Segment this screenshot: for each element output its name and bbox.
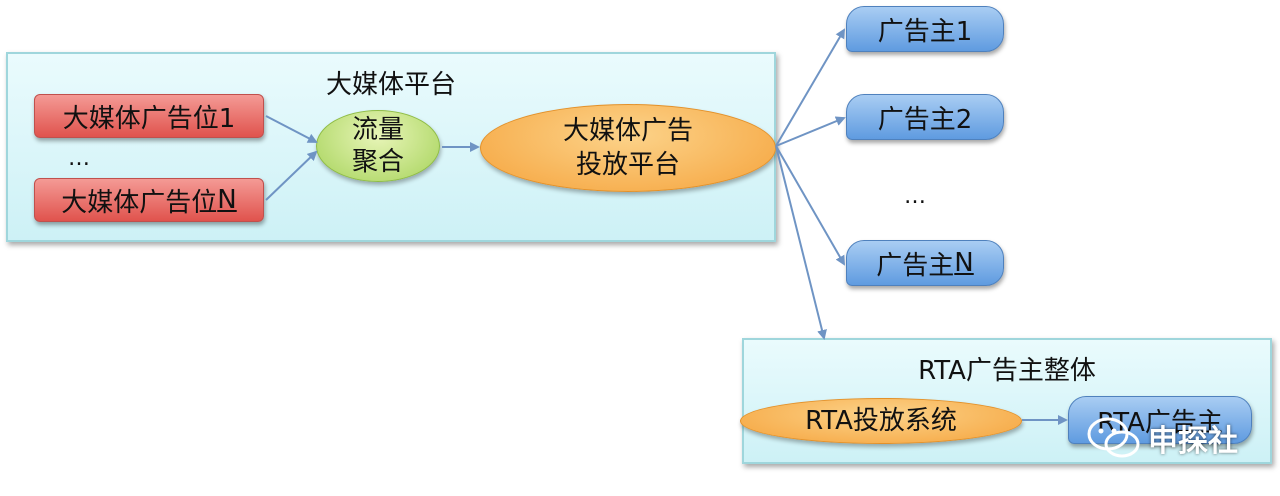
- media-delivery-line1: 大媒体广告: [562, 116, 693, 146]
- watermark: 申探社: [1086, 416, 1238, 460]
- watermark-text: 申探社: [1148, 424, 1238, 459]
- ad-slot-1: 大媒体广告位1: [34, 94, 264, 138]
- media-delivery-line2: 投放平台: [575, 150, 680, 180]
- advertiser-2-label: 广告主2: [877, 104, 973, 135]
- traffic-aggregation-line2: 聚合: [351, 147, 404, 177]
- arrow-delivery-to-advertiser-n: [775, 145, 845, 266]
- ad-slot-n-suffix: N: [217, 185, 237, 215]
- rta-delivery-system-label: RTA投放系统: [805, 406, 957, 436]
- traffic-aggregation-line1: 流量: [351, 115, 404, 145]
- arrow-delivery-to-advertiser-1: [775, 28, 846, 147]
- arrow-slotn-to-aggregation: [265, 150, 318, 201]
- advertiser-ellipsis: …: [904, 184, 926, 209]
- media-platform-title: 大媒体平台: [325, 70, 456, 100]
- wechat-icon: [1087, 417, 1140, 458]
- advertiser-1-label: 广告主1: [877, 16, 973, 47]
- advertiser-n-suffix: N: [954, 248, 974, 278]
- rta-frame-title: RTA广告主整体: [918, 356, 1096, 386]
- rta-delivery-system: RTA投放系统: [740, 398, 1022, 444]
- arrow-delivery-to-rta: [775, 145, 827, 340]
- advertiser-2: 广告主2: [846, 94, 1004, 140]
- ad-slot-n-label: 大媒体广告位: [61, 187, 218, 218]
- traffic-aggregation: 流量 聚合: [316, 110, 440, 182]
- advertiser-1: 广告主1: [846, 6, 1004, 52]
- arrow-slot1-to-aggregation: [265, 115, 318, 143]
- ad-slot-1-label: 大媒体广告位1: [62, 103, 236, 134]
- ad-slot-ellipsis: …: [68, 146, 90, 171]
- arrow-delivery-to-advertiser-2: [775, 116, 846, 147]
- advertiser-n-label: 广告主: [876, 250, 955, 281]
- media-delivery-platform: 大媒体广告 投放平台: [480, 104, 776, 192]
